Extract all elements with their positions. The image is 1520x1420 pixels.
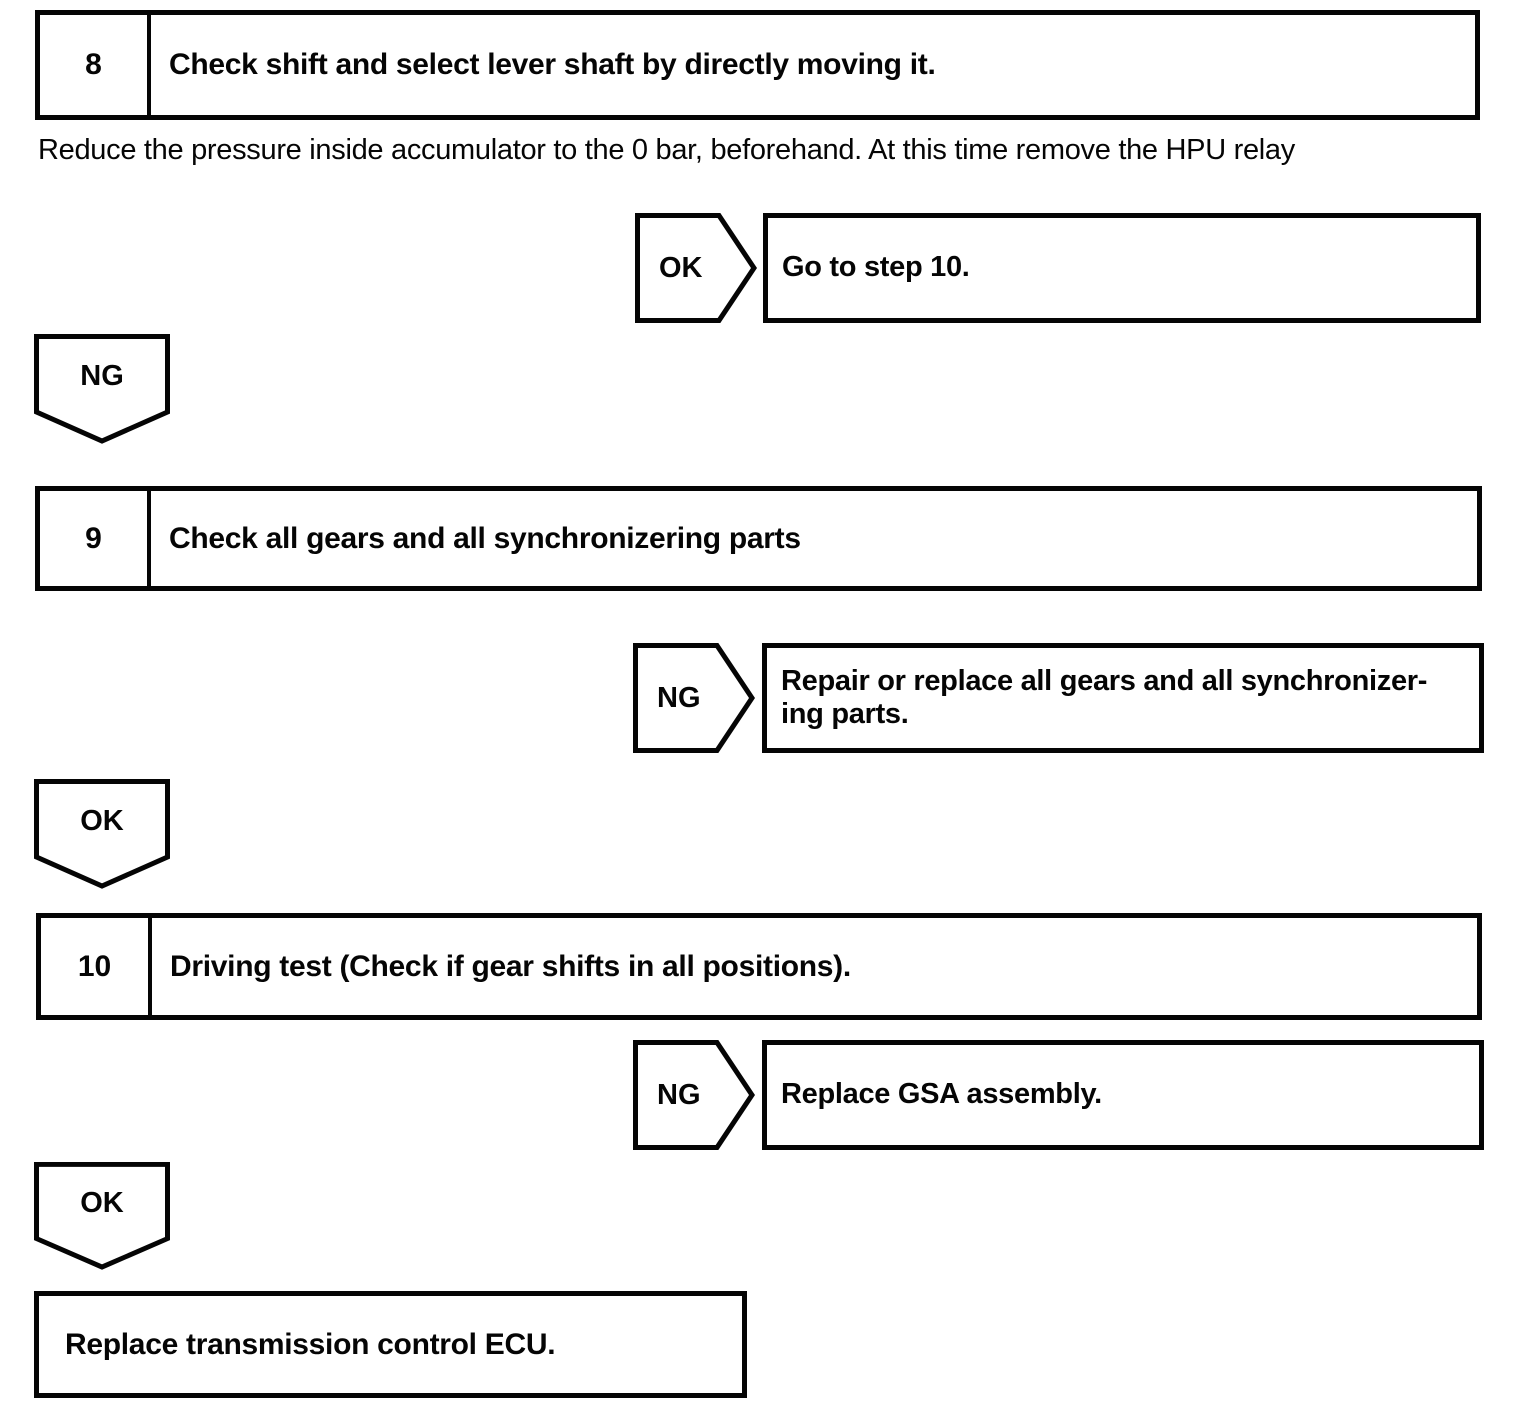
step-9-ng-result-line1: Repair or replace all gears and all sync… [781, 664, 1428, 697]
step-8-box: 8 Check shift and select lever shaft by … [35, 10, 1480, 120]
final-action-box: Replace transmission control ECU. [34, 1291, 747, 1398]
step-8-ok-result-text: Go to step 10. [782, 251, 970, 284]
right-arrow-shape-icon [635, 213, 757, 323]
step-9-ng-label: NG [657, 681, 701, 714]
step-10-ng-arrow: NG [633, 1040, 755, 1150]
step-9-box: 9 Check all gears and all synchronizerin… [35, 486, 1482, 591]
step-9-number: 9 [40, 491, 151, 586]
step-8-ok-result-box: Go to step 10. [763, 213, 1481, 323]
step-10-ng-result-text: Replace GSA assembly. [781, 1078, 1102, 1111]
step-8-ok-arrow: OK [635, 213, 757, 323]
step-9-ok-connector: OK [34, 779, 170, 889]
right-arrow-shape-icon [633, 1040, 755, 1150]
step-9-ok-label: OK [80, 804, 124, 837]
step-8-note: Reduce the pressure inside accumulator t… [38, 134, 1295, 166]
step-9-ng-arrow: NG [633, 643, 755, 753]
step-9-ng-result-box: Repair or replace all gears and all sync… [762, 643, 1484, 753]
step-10-number: 10 [41, 918, 152, 1015]
down-pentagon-shape-icon [34, 334, 170, 444]
step-9-title: Check all gears and all synchronizering … [169, 521, 801, 555]
step-10-title: Driving test (Check if gear shifts in al… [170, 949, 851, 983]
step-10-ok-label: OK [80, 1187, 124, 1220]
step-8-number: 8 [40, 15, 151, 115]
step-10-ng-result-box: Replace GSA assembly. [762, 1040, 1484, 1150]
step-10-ok-connector: OK [34, 1162, 170, 1270]
down-pentagon-shape-icon [34, 1162, 170, 1270]
step-8-ng-connector: NG [34, 334, 170, 444]
step-8-ok-label: OK [659, 251, 703, 284]
final-action-text: Replace transmission control ECU. [65, 1327, 556, 1361]
step-9-ng-result-line2: ing parts. [781, 698, 909, 730]
step-10-box: 10 Driving test (Check if gear shifts in… [36, 913, 1482, 1020]
step-10-ng-label: NG [657, 1078, 701, 1111]
down-pentagon-shape-icon [34, 779, 170, 889]
right-arrow-shape-icon [633, 643, 755, 753]
step-8-title: Check shift and select lever shaft by di… [169, 48, 936, 81]
step-8-ng-label: NG [80, 359, 124, 392]
